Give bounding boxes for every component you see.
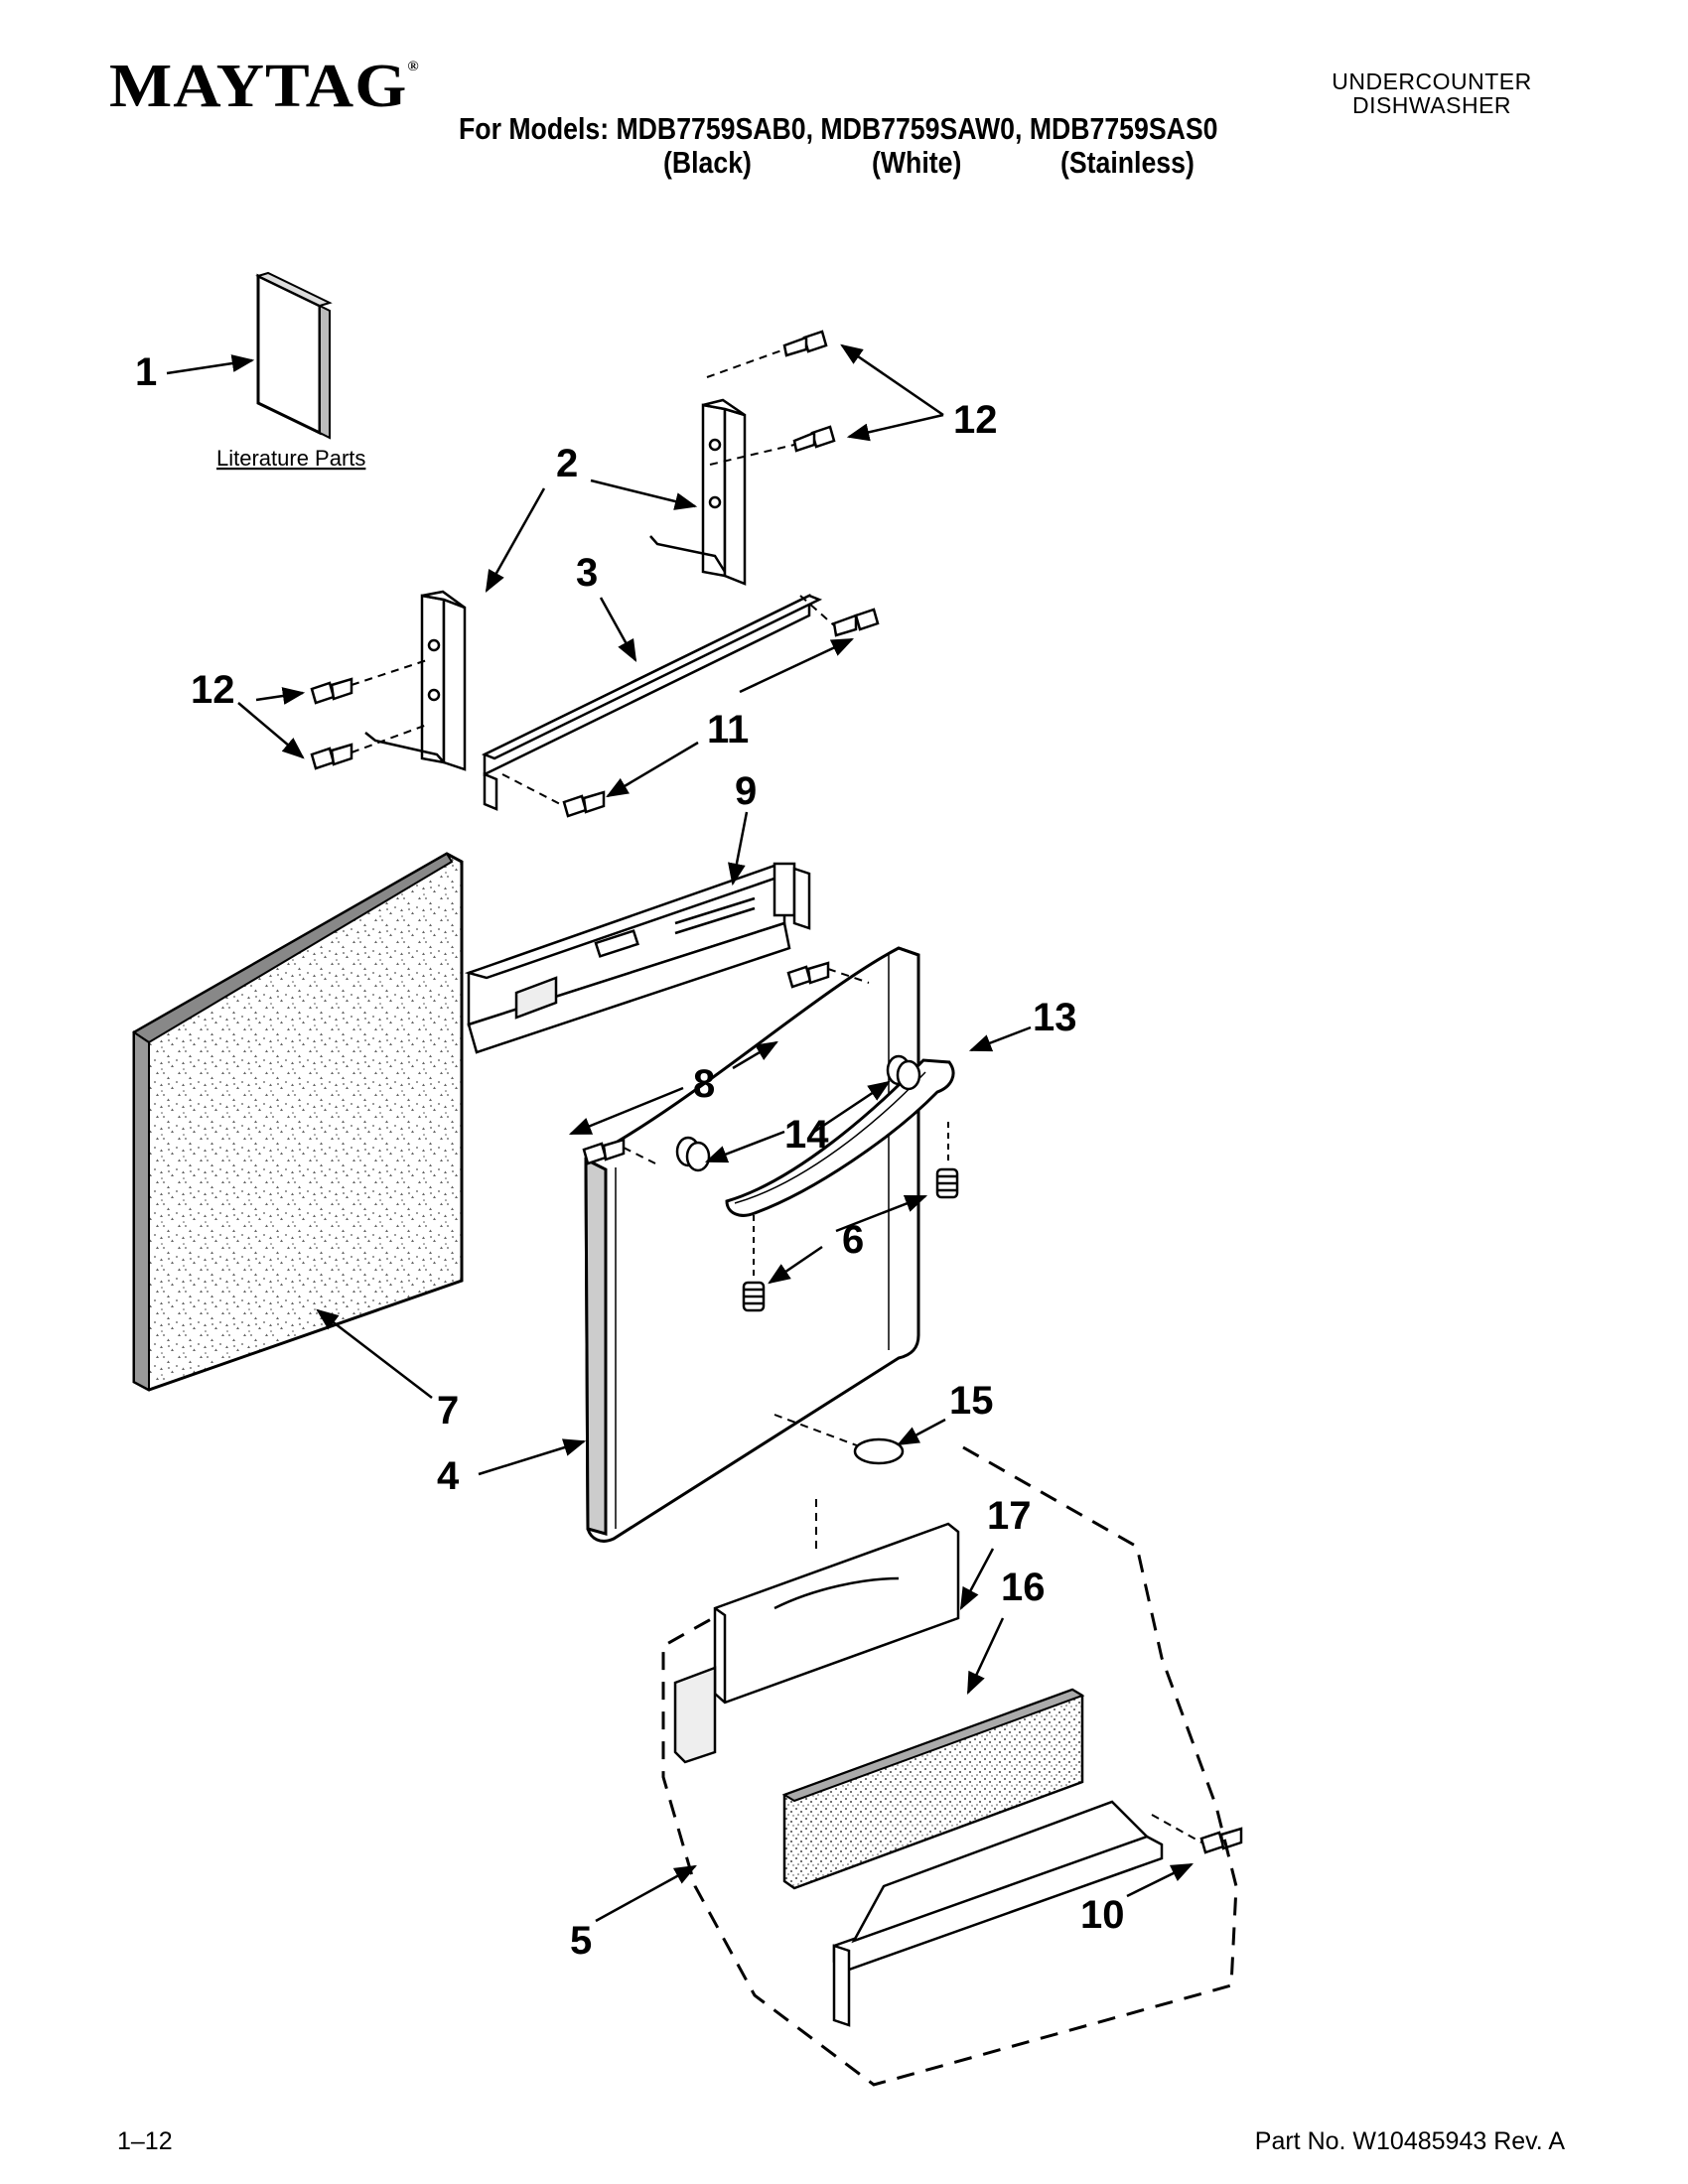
screw-11-left (562, 790, 606, 818)
mounting-bracket-left (364, 590, 467, 771)
screw-12-top-a (782, 330, 828, 357)
callout-12-top: 12 (953, 398, 998, 442)
finish-black: (Black) (663, 145, 752, 180)
callout-12-left: 12 (191, 668, 235, 712)
outer-door-panel (584, 946, 920, 1543)
toe-kick-insulation (781, 1688, 1085, 1890)
callout-5: 5 (570, 1919, 592, 1963)
models-line: For Models: MDB7759SAB0, MDB7759SAW0, MD… (459, 111, 1218, 146)
screw-12-left-a (310, 677, 353, 705)
plug (853, 1437, 905, 1465)
callout-2: 2 (556, 442, 578, 485)
screw-8-right (786, 961, 830, 989)
page-number: 1–12 (117, 2127, 173, 2155)
handle-screw-left (742, 1281, 766, 1312)
callout-15: 15 (949, 1379, 994, 1423)
handle-screw-right (935, 1167, 959, 1199)
callout-11: 11 (707, 708, 749, 751)
callout-1: 1 (135, 350, 157, 394)
literature-part (255, 271, 333, 440)
toe-kick-base (832, 1800, 1164, 2027)
callout-14: 14 (784, 1113, 829, 1157)
product-type: UNDERCOUNTER DISHWASHER (1303, 69, 1561, 117)
callout-17: 17 (987, 1494, 1032, 1538)
support-rail (481, 593, 823, 811)
callout-7: 7 (437, 1389, 459, 1433)
screw-12-top-b (792, 425, 836, 453)
callout-3: 3 (576, 551, 598, 595)
callout-16: 16 (1001, 1566, 1046, 1609)
screws (310, 330, 1243, 1854)
literature-parts-label: Literature Parts (216, 446, 365, 471)
door-insulation (132, 852, 464, 1392)
finish-white: (White) (872, 145, 962, 180)
finish-stainless: (Stainless) (1060, 145, 1195, 180)
screw-11-right (832, 608, 880, 637)
brand-logo: MAYTAG® (109, 52, 420, 122)
product-type-line2: DISHWASHER (1351, 92, 1512, 118)
callout-13: 13 (1033, 996, 1077, 1039)
callout-4: 4 (437, 1454, 460, 1498)
handle-insert-upper (886, 1054, 921, 1091)
callout-arrows (237, 343, 1195, 1923)
callout-10: 10 (1080, 1893, 1125, 1937)
control-panel-assembly (464, 862, 811, 1054)
product-type-line1: UNDERCOUNTER (1332, 68, 1532, 94)
door-handle (725, 1058, 955, 1217)
registered-mark: ® (407, 60, 420, 74)
callout-8: 8 (693, 1062, 715, 1106)
part-number: Part No. W10485943 Rev. A (1254, 2127, 1565, 2155)
callout-9: 9 (735, 769, 757, 813)
screw-12-left-b (310, 743, 353, 770)
screw-8-left (582, 1138, 626, 1165)
kit-boundary (661, 1445, 1238, 2087)
brand-name: MAYTAG (109, 53, 408, 120)
mounting-bracket-right (649, 398, 747, 586)
callout-6: 6 (842, 1218, 864, 1262)
toe-kick-panel (673, 1522, 960, 1764)
screw-10 (1199, 1827, 1243, 1854)
